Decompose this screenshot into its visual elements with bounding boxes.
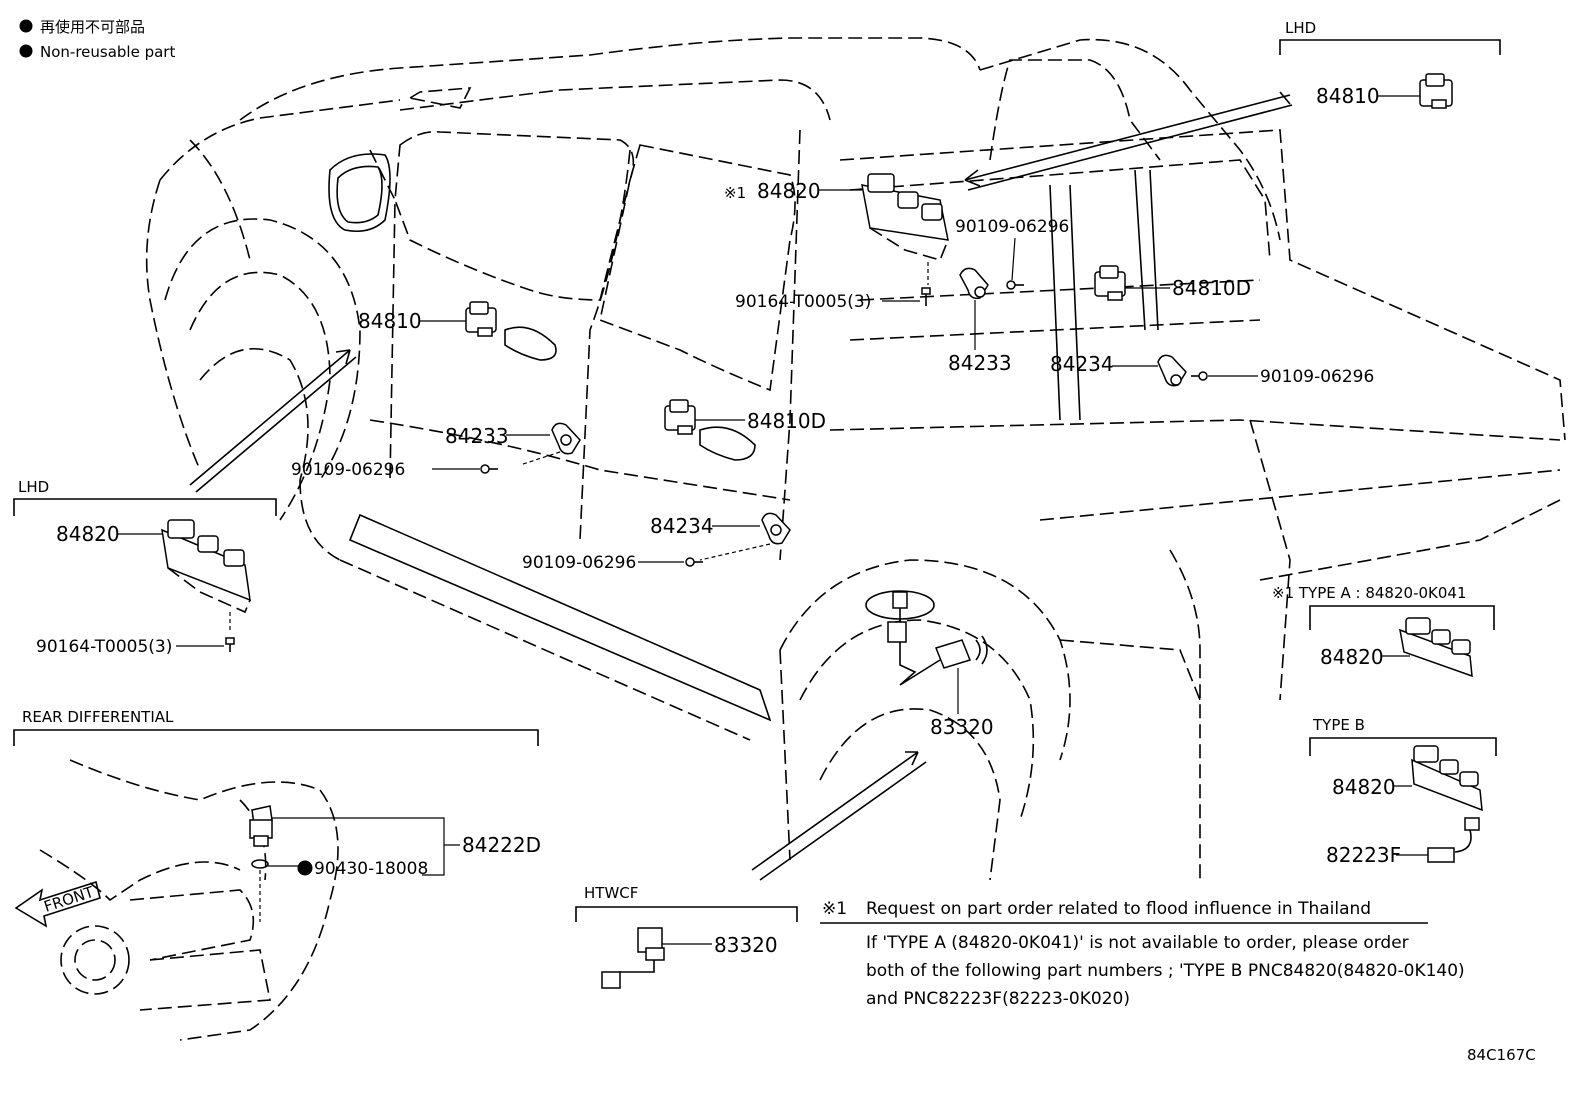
- part-84234-left: 84234: [650, 514, 714, 538]
- legend: 再使用不可部品 Non-reusable part: [19, 18, 175, 61]
- part-84820-main: 84820: [757, 179, 821, 203]
- wire-harness-icon: [1427, 817, 1480, 863]
- part-84810D-right: 84810D: [1172, 276, 1251, 300]
- part-90109-b: 90109-06296: [1260, 367, 1374, 387]
- door-courtesy-switch-icon: [699, 512, 791, 561]
- sensor-icon: [601, 927, 665, 989]
- lhd-left-label: LHD: [18, 478, 49, 496]
- type-b-label: TYPE B: [1312, 716, 1365, 734]
- lhd-top-group: LHD 84810: [1279, 19, 1501, 109]
- guide-arrow-rear-wheel: [751, 751, 919, 871]
- part-82223F: 82223F: [1326, 843, 1401, 867]
- window-switch-icon: [465, 301, 497, 337]
- fuel-sender-main-group: 83320: [865, 590, 994, 739]
- window-switch-icon: [1094, 265, 1126, 301]
- part-84810-left: 84810: [358, 309, 422, 333]
- window-switch-icon: [664, 399, 696, 435]
- note-mark-84820: ※1: [724, 184, 746, 202]
- part-90109-c: 90109-06296: [291, 460, 405, 480]
- part-90109-a: 90109-06296: [955, 217, 1069, 237]
- footnote-mark: ※1: [822, 899, 847, 919]
- non-reusable-bullet-icon: [297, 860, 313, 876]
- door-courtesy-switch-icon: [959, 267, 989, 300]
- screw-icon: [685, 557, 703, 567]
- part-83320-htwcf: 83320: [714, 933, 778, 957]
- part-83320-main: 83320: [930, 715, 994, 739]
- power-window-master-switch-icon: [1399, 617, 1473, 678]
- footnote-line-1: If 'TYPE A (84820-0K041)' is not availab…: [866, 933, 1409, 953]
- non-reusable-bullet-icon: [19, 19, 33, 33]
- master-switch-main-group: ※1 84820 90109-06296 90164-T0005(3): [724, 173, 1069, 312]
- window-switch-icon: [1419, 73, 1453, 109]
- part-90430: 90430-18008: [314, 859, 428, 879]
- non-reusable-bullet-icon: [19, 44, 33, 58]
- footnote-line-3: and PNC82223F(82223-0K020): [866, 989, 1130, 1009]
- htwcf-group: HTWCF 83320: [575, 884, 798, 989]
- lhd-top-label: LHD: [1285, 19, 1316, 37]
- part-84234-right: 84234: [1050, 352, 1114, 376]
- rear-diff-label: REAR DIFFERENTIAL: [22, 708, 174, 726]
- part-84810-top: 84810: [1316, 84, 1380, 108]
- guide-arrow-cab-rear: [964, 94, 1291, 187]
- htwcf-label: HTWCF: [584, 884, 638, 902]
- part-90164-lhd: 90164-T0005(3): [36, 637, 172, 657]
- power-window-master-switch-icon: [161, 519, 251, 632]
- footnote: ※1 Request on part order related to floo…: [820, 899, 1465, 1009]
- part-84233-right: 84233: [948, 351, 1012, 375]
- part-84820-type-b: 84820: [1332, 775, 1396, 799]
- guide-arrows: [189, 91, 1293, 881]
- part-90109-d: 90109-06296: [522, 553, 636, 573]
- rear-door-right-group: 84810D 84233 84234 90109-06296: [948, 265, 1374, 387]
- type-a-label: ※1 TYPE A : 84820-0K041: [1272, 584, 1467, 602]
- type-a-group: ※1 TYPE A : 84820-0K041 84820: [1272, 584, 1495, 678]
- type-b-group: TYPE B 84820 82223F: [1309, 716, 1497, 867]
- screw-icon: [225, 637, 235, 652]
- footnote-title: Request on part order related to flood i…: [866, 899, 1371, 919]
- door-courtesy-switch-icon: [1157, 354, 1187, 387]
- front-label: FRONT: [42, 883, 97, 916]
- part-84820-type-a: 84820: [1320, 645, 1384, 669]
- screw-icon: [921, 287, 931, 306]
- part-84810D-mid: 84810D: [747, 409, 826, 433]
- front-direction-arrow-icon: [14, 880, 101, 928]
- screw-icon: [480, 464, 498, 474]
- figure-code: 84C167C: [1467, 1046, 1536, 1064]
- footnote-line-2: both of the following part numbers ; 'TY…: [866, 961, 1465, 981]
- legend-jp-text: 再使用不可部品: [40, 18, 145, 36]
- differential-lock-switch-icon: [249, 805, 273, 922]
- part-84820-lhd: 84820: [56, 522, 120, 546]
- screw-icon: [1191, 371, 1208, 381]
- legend-en-text: Non-reusable part: [40, 43, 175, 61]
- rear-differential-group: REAR DIFFERENTIAL FRONT 84222D 90430-180…: [13, 708, 541, 1041]
- guide-arrow-front-door: [189, 349, 351, 486]
- lhd-left-group: LHD 84820 90164-T0005(3): [13, 478, 277, 657]
- power-window-master-switch-icon: [861, 173, 949, 285]
- front-door-left-group: 84810 84810D 84233 90109-06296 84234: [291, 301, 826, 573]
- vehicle-outline: [145, 37, 1566, 881]
- screw-icon: [1006, 280, 1024, 290]
- door-courtesy-switch-icon: [519, 422, 581, 466]
- part-84222D: 84222D: [462, 833, 541, 857]
- part-90164-a: 90164-T0005(3): [735, 292, 871, 312]
- part-84233-left: 84233: [445, 424, 509, 448]
- power-window-master-switch-icon: [1411, 745, 1483, 812]
- sensor-icon: [865, 590, 988, 686]
